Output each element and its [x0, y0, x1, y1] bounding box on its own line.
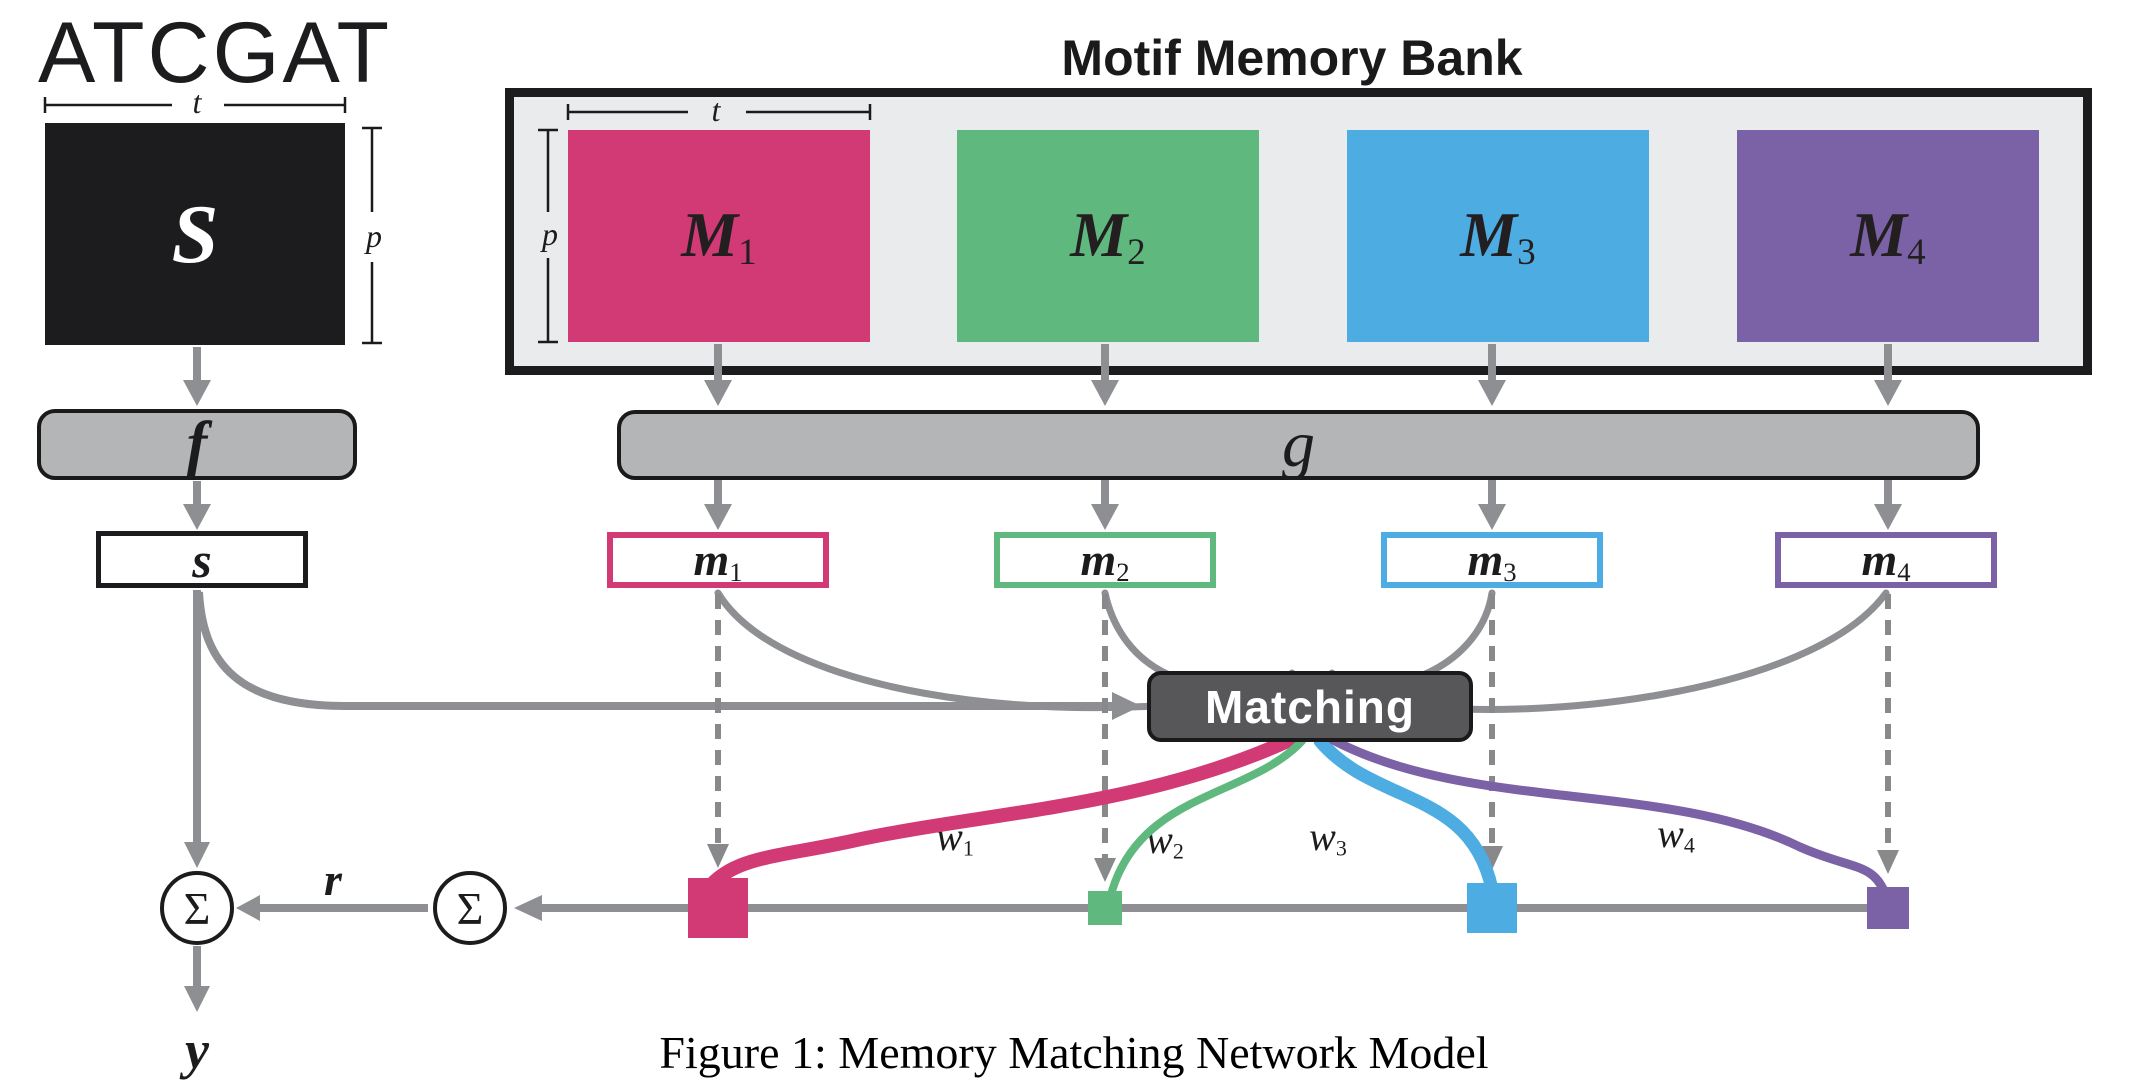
input-matrix: S — [45, 123, 345, 345]
dim-t-motif-label: t — [711, 92, 721, 128]
motif-vector-3-box: m3 — [1381, 532, 1603, 588]
weight-square-3 — [1467, 883, 1517, 933]
sum-node-readout: Σ — [433, 871, 507, 945]
dim-line-t-motif — [566, 104, 872, 120]
motif-matrix-4-label: M4 — [1850, 198, 1926, 274]
motif-vector-1-label: m1 — [693, 533, 743, 587]
dim-line-p-input — [362, 126, 382, 345]
figure-caption: Figure 1: Memory Matching Network Model — [659, 1027, 1489, 1078]
motif-vector-2-label: m2 — [1080, 533, 1130, 587]
sum-symbol: Σ — [456, 882, 484, 934]
motif-matrix-3: M3 — [1347, 130, 1649, 342]
encoder-f-label: f — [186, 410, 208, 478]
weight-label-w4: w4 — [1657, 810, 1695, 858]
motif-matrix-4: M4 — [1737, 130, 2039, 342]
motif-matrix-2: M2 — [957, 130, 1259, 342]
motif-vector-2-box: m2 — [994, 532, 1216, 588]
motif-vector-4-box: m4 — [1775, 532, 1997, 588]
weight-square-4 — [1867, 887, 1909, 929]
motif-vector-3-label: m3 — [1467, 533, 1517, 587]
vector-s-box: s — [96, 531, 308, 588]
dim-p-input-label: p — [366, 218, 382, 254]
weight-square-2 — [1088, 891, 1122, 925]
matching-box: Matching — [1147, 671, 1473, 742]
dim-line-p-motif — [538, 128, 558, 344]
dim-p-motif-label: p — [542, 216, 558, 252]
readout-label: r — [324, 854, 342, 905]
encoder-f-box: f — [37, 409, 357, 480]
memory-bank-title: Motif Memory Bank — [1061, 30, 1523, 86]
sum-symbol: Σ — [183, 882, 211, 934]
dim-t-input-label: t — [192, 84, 202, 120]
weight-label-w3: w3 — [1309, 813, 1347, 861]
motif-matrix-2-label: M2 — [1070, 198, 1146, 274]
motif-matrix-1: M1 — [568, 130, 870, 342]
dim-line-t-input — [43, 97, 347, 113]
matching-label: Matching — [1205, 680, 1415, 733]
motif-matrix-1-label: M1 — [681, 198, 757, 274]
weight-square-1 — [688, 878, 748, 938]
motif-vector-4-label: m4 — [1861, 533, 1911, 587]
encoder-g-label: g — [1282, 408, 1315, 481]
motif-matrix-3-label: M3 — [1460, 198, 1536, 274]
dna-sequence-text: ATCGAT — [38, 5, 393, 101]
sum-node-output: Σ — [160, 871, 234, 945]
vector-s-label: s — [192, 531, 212, 588]
encoder-g-box: g — [617, 408, 1980, 481]
input-matrix-label: S — [171, 187, 219, 281]
prediction-label: y — [185, 1020, 209, 1080]
motif-vector-1-box: m1 — [607, 532, 829, 588]
